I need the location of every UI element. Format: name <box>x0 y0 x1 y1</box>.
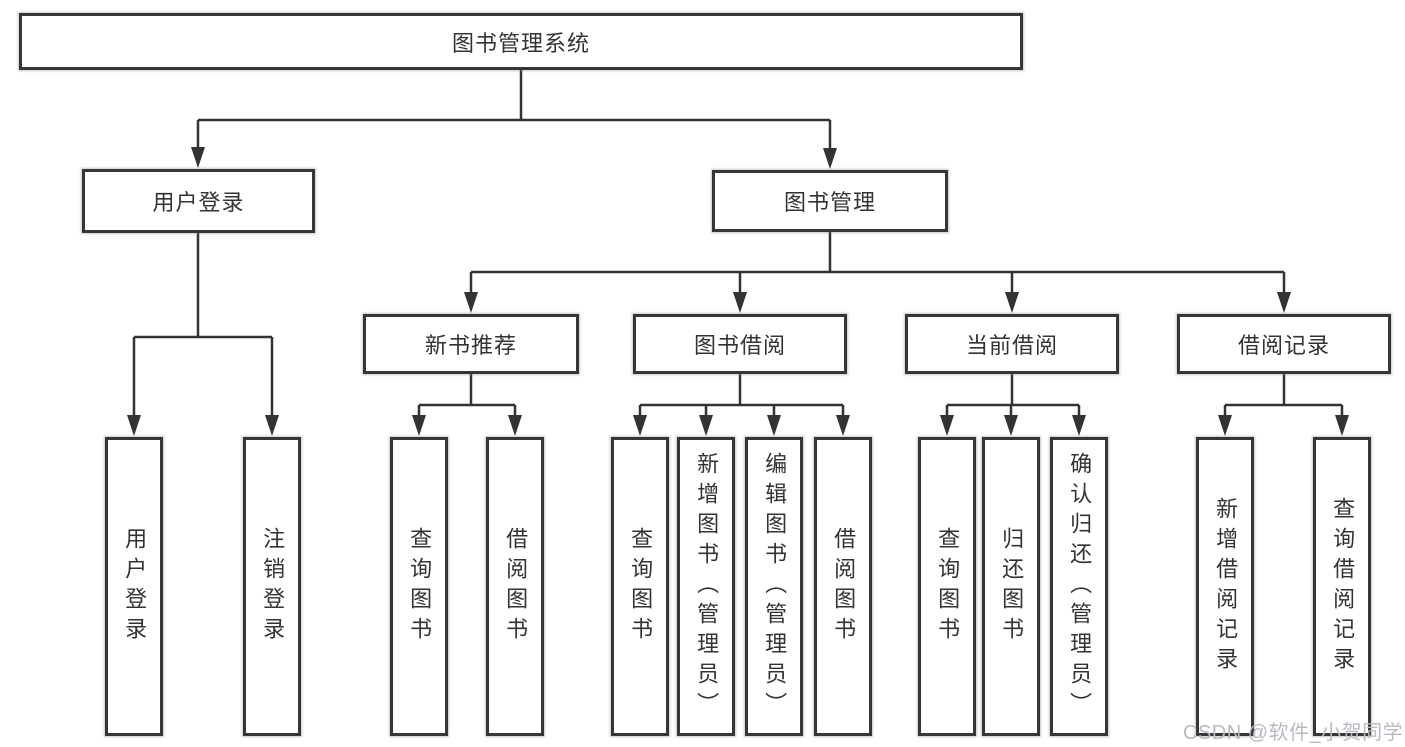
leaf-query-books-borrowing: 查询图书 <box>611 437 669 736</box>
leaf-logout: 注销登录 <box>243 437 301 736</box>
leaf-user-login-label: 用户登录 <box>122 526 148 647</box>
leaf-query-books-recommend-label: 查询图书 <box>407 526 433 647</box>
leaf-query-books-recommend: 查询图书 <box>390 437 448 736</box>
leaf-edit-book-admin: 编辑图书（管理员） <box>745 437 803 736</box>
leaf-query-borrow-record: 查询借阅记录 <box>1313 437 1371 736</box>
leaf-query-books-current-label: 查询图书 <box>935 526 961 647</box>
leaf-borrow-books-borrowing: 借阅图书 <box>814 437 872 736</box>
leaf-add-book-admin-label: 新增图书（管理员） <box>694 451 720 722</box>
leaf-borrow-books-recommend: 借阅图书 <box>486 437 544 736</box>
node-root-label: 图书管理系统 <box>451 30 590 56</box>
leaf-user-login: 用户登录 <box>105 437 163 736</box>
node-book-borrowing: 图书借阅 <box>633 314 847 374</box>
node-borrowing-records: 借阅记录 <box>1177 314 1391 374</box>
node-root: 图书管理系统 <box>19 13 1023 70</box>
arrowhead-group <box>127 147 1349 436</box>
leaf-borrow-books-borrowing-label: 借阅图书 <box>831 526 857 647</box>
leaf-add-book-admin: 新增图书（管理员） <box>677 437 735 736</box>
leaf-return-book-label: 归还图书 <box>999 526 1025 647</box>
leaf-query-books-borrowing-label: 查询图书 <box>628 526 654 647</box>
node-user-login: 用户登录 <box>82 169 315 233</box>
leaf-return-book: 归还图书 <box>982 437 1040 736</box>
node-new-book-recommend-label: 新书推荐 <box>424 333 517 358</box>
node-book-borrowing-label: 图书借阅 <box>693 333 786 358</box>
leaf-confirm-return-admin-label: 确认归还（管理员） <box>1067 451 1093 722</box>
csdn-watermark: CSDN @软件_小贺同学 <box>1183 722 1404 744</box>
node-current-borrowing-label: 当前借阅 <box>965 333 1058 358</box>
leaf-borrow-books-recommend-label: 借阅图书 <box>503 526 529 647</box>
leaf-add-borrow-record-label: 新增借阅记录 <box>1213 496 1239 677</box>
leaf-query-books-current: 查询图书 <box>918 437 976 736</box>
leaf-add-borrow-record: 新增借阅记录 <box>1196 437 1254 736</box>
node-book-management-label: 图书管理 <box>783 190 876 215</box>
leaf-query-borrow-record-label: 查询借阅记录 <box>1330 496 1356 677</box>
node-user-login-label: 用户登录 <box>152 190 245 215</box>
node-book-management: 图书管理 <box>712 170 948 232</box>
node-current-borrowing: 当前借阅 <box>905 314 1119 374</box>
node-new-book-recommend: 新书推荐 <box>363 314 579 374</box>
leaf-confirm-return-admin: 确认归还（管理员） <box>1050 437 1108 736</box>
leaf-logout-label: 注销登录 <box>260 526 286 647</box>
leaf-edit-book-admin-label: 编辑图书（管理员） <box>762 451 788 722</box>
node-borrowing-records-label: 借阅记录 <box>1237 333 1330 358</box>
